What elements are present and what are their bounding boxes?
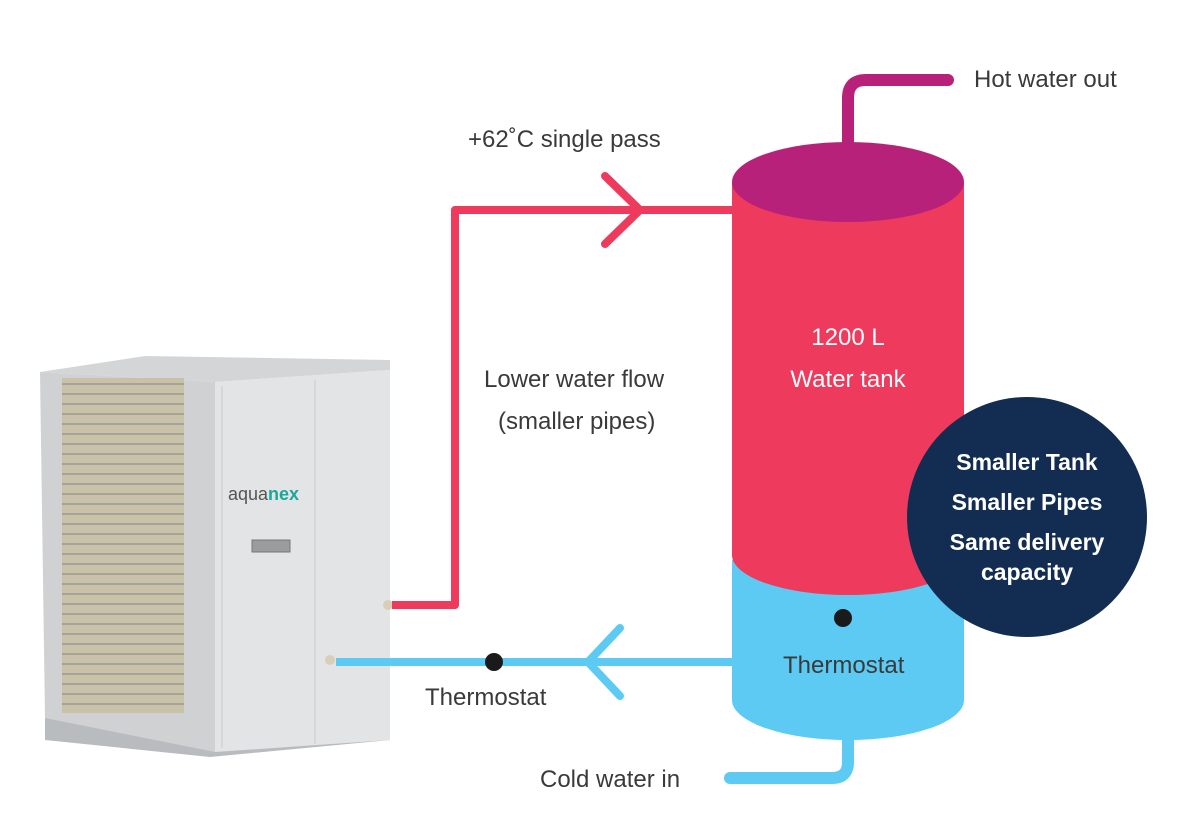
cold-flow-arrow-icon — [582, 624, 624, 700]
flow-label-line2: (smaller pipes) — [498, 408, 656, 435]
pipe-thermostat-dot — [485, 653, 503, 671]
tank-name: Water tank — [790, 366, 906, 393]
badge-line: capacity — [980, 559, 1074, 585]
cold-water-in-label: Cold water in — [540, 766, 681, 793]
hot-pipe — [392, 206, 732, 609]
badge-line: Smaller Pipes — [951, 489, 1103, 515]
heat-pump-unit — [40, 356, 393, 757]
badge-line: Smaller Tank — [956, 449, 1098, 475]
brand-logo: aquanex — [228, 484, 300, 504]
single-pass-label: +62˚C single pass — [468, 126, 661, 153]
badge-line: Same delivery — [949, 529, 1105, 555]
tank-volume: 1200 L — [811, 324, 885, 351]
water-tank — [732, 142, 964, 740]
cold-water-in-pipe — [724, 724, 854, 784]
tank-thermostat-dot — [834, 609, 852, 627]
flow-label-line1: Lower water flow — [484, 366, 665, 393]
hot-water-out-pipe — [842, 74, 954, 166]
hot-flow-arrow-icon — [601, 172, 646, 248]
summary-badge: Smaller Tank Smaller Pipes Same delivery… — [907, 397, 1147, 637]
hot-water-out-label: Hot water out — [974, 66, 1117, 93]
pipe-thermostat-label: Thermostat — [425, 684, 547, 711]
tank-thermostat-label: Thermostat — [783, 652, 905, 679]
